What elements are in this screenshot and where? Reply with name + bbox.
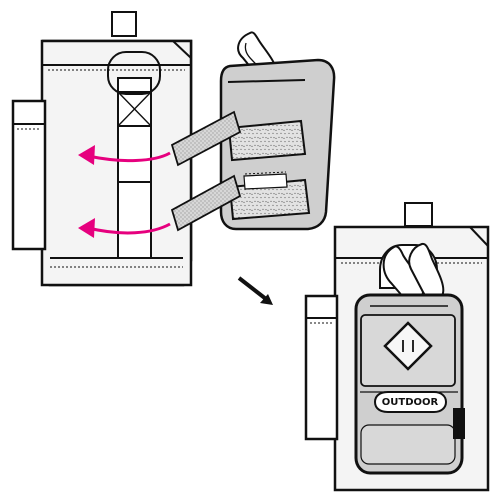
webbing-upper bbox=[170, 110, 242, 167]
side-tag-text: PRODUCTS bbox=[456, 417, 460, 438]
webbing-lower bbox=[170, 174, 242, 232]
result-arrow bbox=[237, 276, 273, 305]
side-pocket-after bbox=[304, 294, 339, 441]
belt-loop-upper bbox=[227, 119, 307, 162]
insert-arrow-lower bbox=[87, 222, 171, 235]
side-tag: PRODUCTS bbox=[453, 408, 465, 439]
insert-arrow-lower-head bbox=[78, 218, 95, 238]
pouch-detached bbox=[170, 31, 336, 232]
brand-logo-text: OUTDOOR bbox=[382, 397, 439, 408]
insert-arrow-upper bbox=[87, 151, 171, 163]
hanging-loop-after bbox=[404, 202, 433, 227]
bag-body bbox=[40, 39, 193, 287]
bag-before bbox=[11, 11, 193, 287]
hanging-loop bbox=[111, 11, 137, 37]
bag-after: OUTDOOR PRODUCTS bbox=[304, 202, 490, 492]
carabiner-after-right bbox=[408, 242, 445, 301]
diamond-emblem bbox=[383, 321, 433, 371]
insert-arrow-upper-head bbox=[78, 145, 95, 165]
strap-ring bbox=[107, 51, 161, 95]
brand-logo: OUTDOOR bbox=[373, 391, 448, 413]
side-pocket bbox=[11, 99, 47, 251]
